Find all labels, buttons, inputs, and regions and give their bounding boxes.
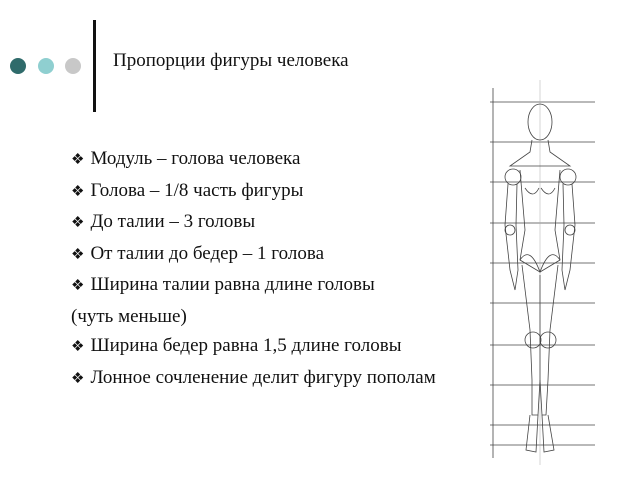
bullet-item: ❖ Лонное сочленение делит фигуру пополам xyxy=(71,363,471,395)
decor-dot-dark xyxy=(10,58,26,74)
bullet-list: ❖ Модуль – голова человека ❖ Голова – 1/8 … xyxy=(71,144,471,394)
bullet-text: Лонное сочленение делит фигуру пополам xyxy=(90,366,436,388)
decor-dot-gray xyxy=(65,58,81,74)
bullet-item: ❖ Модуль – голова человека xyxy=(71,144,471,176)
bullet-item: ❖ От талии до бедер – 1 голова xyxy=(71,239,471,271)
diamond-bullet-icon: ❖ xyxy=(71,152,85,168)
diamond-bullet-icon: ❖ xyxy=(71,278,85,294)
diamond-bullet-icon: ❖ xyxy=(71,339,85,355)
bullet-item: ❖ Голова – 1/8 часть фигуры xyxy=(71,176,471,208)
bullet-text: Ширина талии равна длине головы (чуть ме… xyxy=(71,274,375,327)
bullet-text: Модуль – голова человека xyxy=(90,148,301,169)
diamond-bullet-icon: ❖ xyxy=(71,183,85,200)
bullet-text: Голова – 1/8 часть фигуры xyxy=(90,179,304,201)
bullet-item: ❖ До талии – 3 головы xyxy=(71,207,471,239)
decor-dot-light xyxy=(38,58,54,74)
bullet-item: ❖ Ширина бедер равна 1,5 длине головы xyxy=(71,331,441,363)
bullet-text: До талии – 3 головы xyxy=(90,211,256,232)
bullet-text: Ширина бедер равна 1,5 длине головы xyxy=(90,335,402,356)
title-divider xyxy=(93,20,96,112)
figure-proportions-drawing xyxy=(490,80,595,465)
diamond-bullet-icon: ❖ xyxy=(71,246,85,263)
diamond-bullet-icon: ❖ xyxy=(71,215,85,231)
bullet-text: От талии до бедер – 1 голова xyxy=(90,242,325,264)
bullet-item: ❖Ширина талии равна длине головы (чуть м… xyxy=(71,270,401,331)
slide-title: Пропорции фигуры человека xyxy=(113,50,349,71)
diamond-bullet-icon: ❖ xyxy=(71,370,85,387)
